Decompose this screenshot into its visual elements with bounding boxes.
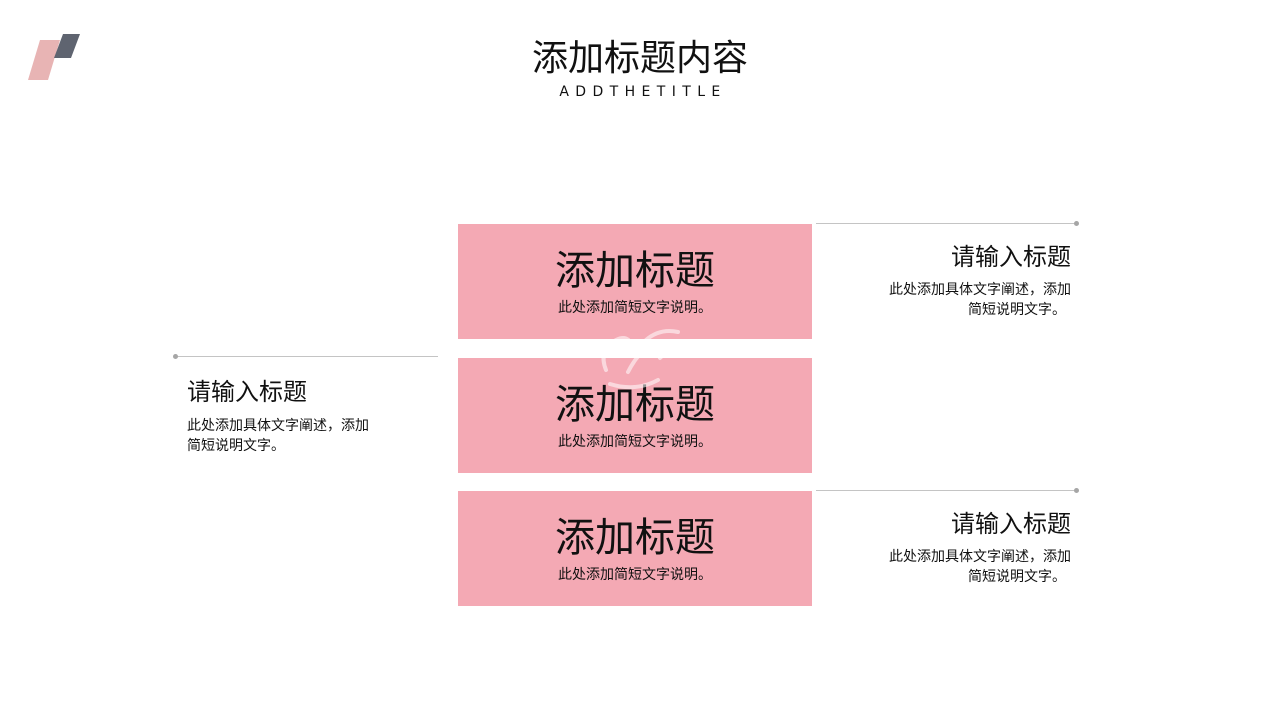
note-description-line-1: 此处添加具体文字阐述，添加 (187, 418, 369, 434)
connector-dot-top-right (1074, 221, 1079, 226)
note-description-line-2: 简短说明文字。 (968, 302, 1066, 318)
block-title: 添加标题 (555, 382, 715, 428)
block-description: 此处添加简短文字说明。 (558, 434, 712, 450)
note-title: 请输入标题 (187, 378, 307, 406)
logo-pink-shape (28, 40, 60, 80)
connector-dot-left (173, 354, 178, 359)
note-description-line-2: 简短说明文字。 (968, 569, 1066, 585)
block-description: 此处添加简短文字说明。 (558, 567, 712, 583)
logo-icon (28, 34, 80, 80)
block-title: 添加标题 (555, 248, 715, 294)
logo-gray-shape (54, 34, 80, 58)
connector-line-bottom-right (816, 490, 1077, 491)
title-block-2[interactable]: 添加标题 此处添加简短文字说明。 (458, 358, 812, 473)
watermark-icon (601, 329, 694, 390)
block-description: 此处添加简短文字说明。 (558, 300, 712, 316)
note-description-line-1: 此处添加具体文字阐述，添加 (889, 282, 1071, 298)
page-subtitle: ADDTHETITLE (559, 84, 727, 100)
connector-line-top-right (816, 223, 1077, 224)
title-block-1[interactable]: 添加标题 此处添加简短文字说明。 (458, 224, 812, 339)
connector-dot-bottom-right (1074, 488, 1079, 493)
block-title: 添加标题 (555, 515, 715, 561)
page-title: 添加标题内容 (531, 38, 748, 79)
note-title: 请输入标题 (951, 243, 1071, 271)
note-description-line-2: 简短说明文字。 (187, 438, 285, 454)
connector-line-left (176, 356, 438, 357)
note-description-line-1: 此处添加具体文字阐述，添加 (889, 549, 1071, 565)
title-block-3[interactable]: 添加标题 此处添加简短文字说明。 (458, 491, 812, 606)
note-title: 请输入标题 (951, 510, 1071, 538)
